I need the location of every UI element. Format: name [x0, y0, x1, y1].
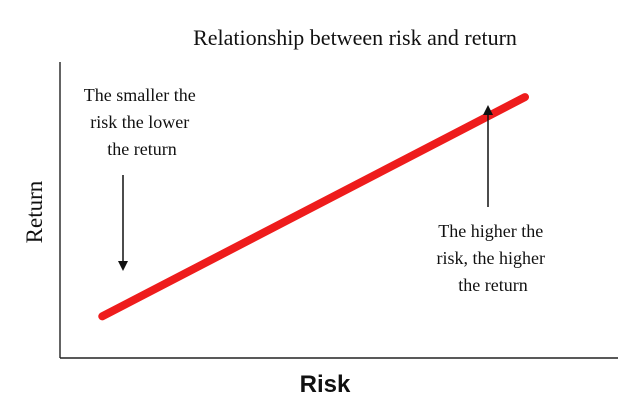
low-risk-annotation-line-1: The smaller the [84, 85, 196, 105]
risk-return-line [98, 93, 529, 321]
high-risk-annotation-line-1: The higher the [438, 221, 543, 241]
high-risk-annotation: The higher the risk, the higher the retu… [437, 221, 550, 295]
high-risk-annotation-line-2: risk, the higher [437, 248, 545, 268]
low-risk-annotation-line-2: risk the lower [90, 112, 189, 132]
chart-title: Relationship between risk and return [193, 25, 517, 50]
y-axis-label: Return [22, 180, 47, 243]
low-risk-annotation-line-3: the return [107, 139, 176, 159]
high-risk-annotation-line-3: the return [458, 275, 527, 295]
low-risk-annotation: The smaller the risk the lower the retur… [84, 85, 200, 159]
x-axis-label: Risk [300, 371, 351, 398]
